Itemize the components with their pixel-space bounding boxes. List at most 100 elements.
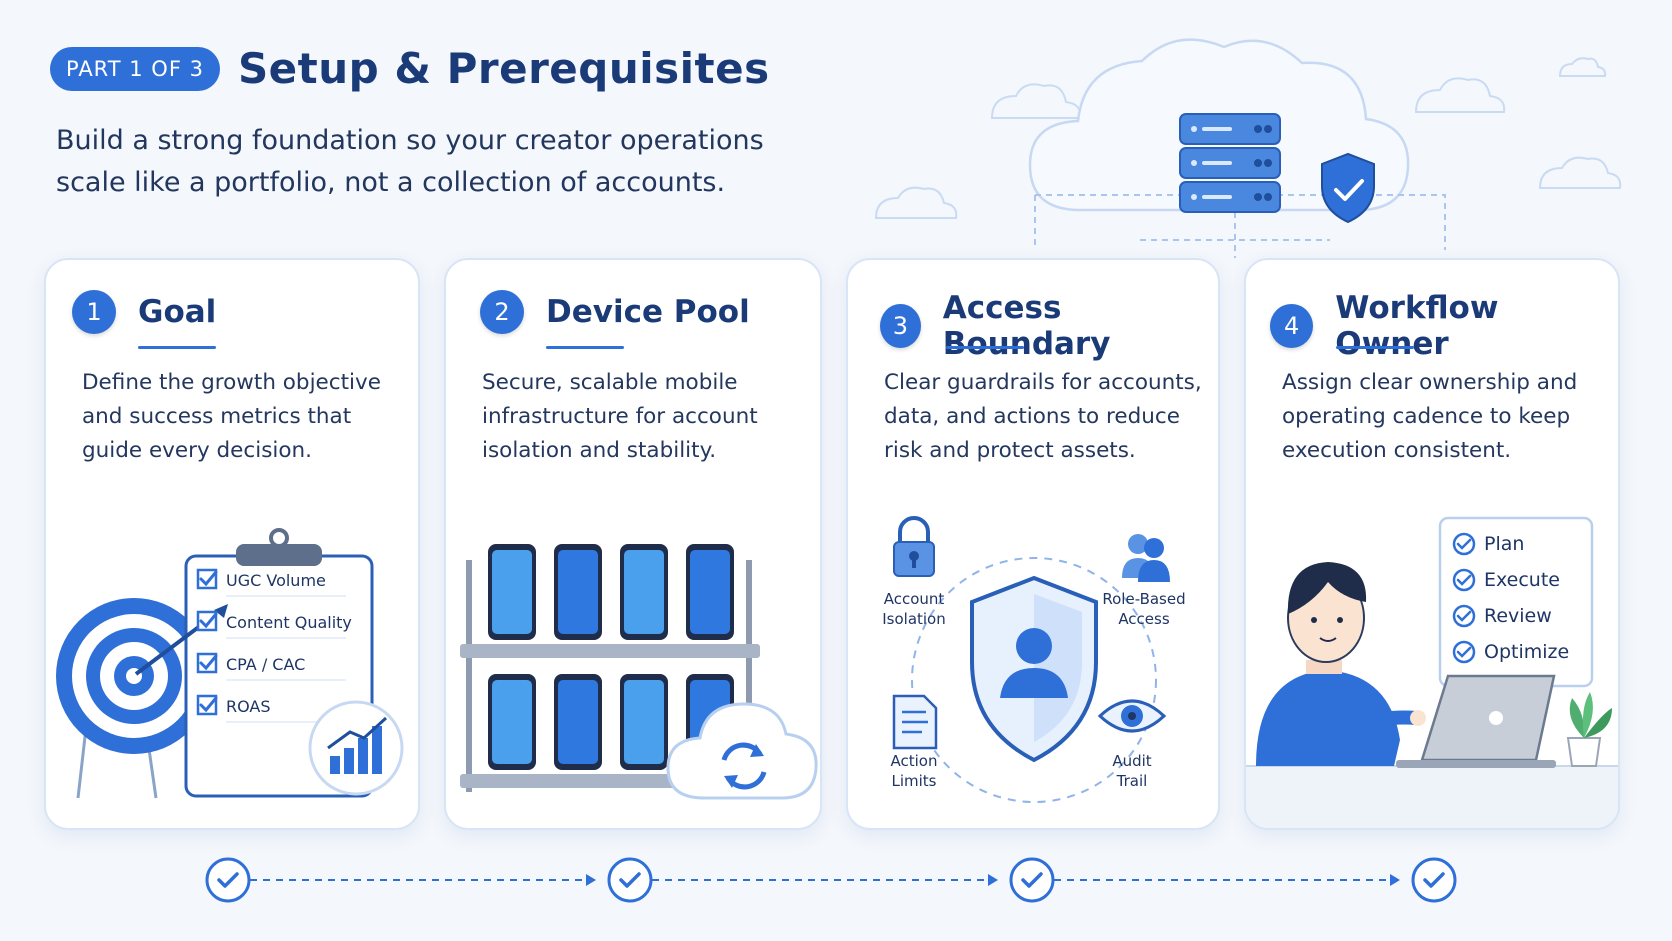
phone-screen (492, 680, 532, 764)
laptop-icon (1396, 674, 1556, 768)
title-underline (546, 346, 624, 349)
card-access-boundary: 3 Access Boundary Clear guardrails for a… (846, 258, 1220, 830)
svg-text:Isolation: Isolation (882, 610, 946, 628)
card-description: Define the growth objective and success … (82, 370, 381, 463)
check-icon (1456, 610, 1472, 622)
phone-icon (488, 544, 536, 640)
phone-icon (620, 544, 668, 640)
workflow-step-label: Execute (1484, 569, 1560, 591)
step-number: 4 (1270, 304, 1314, 348)
step-number: 1 (72, 290, 116, 334)
shelf-post (746, 560, 752, 792)
timeline-check-icon (607, 857, 653, 903)
page-subtitle: Build a strong foundation so your creato… (56, 125, 764, 198)
card-title: Workflow Owner (1335, 290, 1499, 362)
phone-icon (686, 544, 734, 640)
check-icon (1423, 872, 1445, 888)
timeline-node (205, 857, 251, 903)
check-circle-icon (1452, 532, 1476, 556)
checkbox-icon (196, 610, 218, 632)
cloud-icon (1538, 156, 1622, 189)
part-badge: PART 1 OF 3 (50, 46, 220, 91)
users-icon (1122, 534, 1170, 582)
card-title: Goal (138, 294, 217, 330)
phone-icon (620, 674, 668, 770)
checkbox-icon (196, 694, 218, 716)
cloud-icon (1558, 57, 1607, 77)
phone-icon (554, 544, 602, 640)
workflow-step-label: Optimize (1484, 641, 1569, 663)
checkbox-icon (196, 652, 218, 674)
svg-text:Access: Access (1118, 610, 1170, 628)
plant-icon (1566, 692, 1612, 767)
cloud-sync-icon (666, 702, 818, 800)
phone-icon (488, 674, 536, 770)
svg-text:Limits: Limits (892, 772, 937, 790)
label-audit-trail: Audit (1112, 752, 1151, 770)
person-icon (1256, 562, 1426, 766)
step-number: 3 (880, 304, 921, 348)
checklist-label: ROAS (226, 697, 271, 716)
checklist-item: CPA / CAC (196, 652, 346, 681)
access-boundary-illustration: Account Isolation Role-Based Access Acti… (882, 516, 1186, 803)
check-icon (1456, 574, 1472, 586)
workflow-step: Optimize (1452, 640, 1569, 664)
shield-user-icon (970, 575, 1098, 763)
phone-screen (492, 550, 532, 634)
card-device-pool: 2 Device Pool Secure, scalable mobile in… (444, 258, 822, 830)
server-icon (1179, 113, 1281, 213)
card-description: Assign clear ownership and operating cad… (1282, 370, 1578, 463)
phone-screen (624, 680, 664, 764)
lock-icon (893, 516, 935, 577)
check-icon (217, 872, 239, 888)
timeline-node (1009, 857, 1055, 903)
title-underline (138, 346, 216, 349)
checklist-item: Content Quality (196, 610, 352, 639)
phone-screen (624, 550, 664, 634)
card-title: Device Pool (546, 294, 750, 330)
workflow-step: Review (1452, 604, 1552, 628)
header: PART 1 OF 3 Setup & Prerequisites (50, 44, 770, 93)
check-circle-icon (1452, 568, 1476, 592)
step-number: 2 (480, 290, 524, 334)
workflow-step: Execute (1452, 568, 1560, 592)
page-title: Setup & Prerequisites (237, 44, 770, 93)
check-icon (619, 872, 641, 888)
timeline-node (607, 857, 653, 903)
shelf-post (466, 560, 472, 792)
card-workflow-owner: 4 Workflow Owner Assign clear ownership … (1244, 258, 1620, 830)
card-title: Access Boundary (942, 290, 1111, 362)
timeline-check-icon (205, 857, 251, 903)
check-icon (1456, 646, 1472, 658)
card-goal: 1 Goal Define the growth objective and s… (44, 258, 420, 830)
title-underline (1336, 346, 1414, 349)
timeline-check-icon (1411, 857, 1457, 903)
phone-icon (554, 674, 602, 770)
device-pool-illustration (460, 544, 818, 800)
check-icon (199, 696, 218, 713)
phone-screen (558, 550, 598, 634)
check-circle-icon (1452, 604, 1476, 628)
checklist-item: UGC Volume (196, 568, 346, 597)
checkbox-icon (196, 568, 218, 590)
progress-timeline (205, 857, 1457, 903)
label-role-based-access: Role-Based (1102, 590, 1185, 608)
card-description: Clear guardrails for accounts, data, and… (884, 370, 1202, 463)
check-icon (199, 612, 218, 629)
document-icon (892, 694, 938, 750)
phone-screen (690, 550, 730, 634)
check-icon (199, 654, 218, 671)
title-underline (946, 346, 1024, 349)
timeline-node (1411, 857, 1457, 903)
shield-check-icon (1321, 152, 1375, 224)
target-icon (56, 598, 212, 799)
cloud-icon (1414, 77, 1506, 113)
check-circle-icon (1452, 640, 1476, 664)
workflow-step: Plan (1452, 532, 1524, 556)
chart-growth-icon (308, 700, 404, 796)
card-description: Secure, scalable mobile infrastructure f… (482, 370, 758, 463)
eye-icon (1097, 699, 1167, 733)
svg-text:Trail: Trail (1116, 772, 1148, 790)
